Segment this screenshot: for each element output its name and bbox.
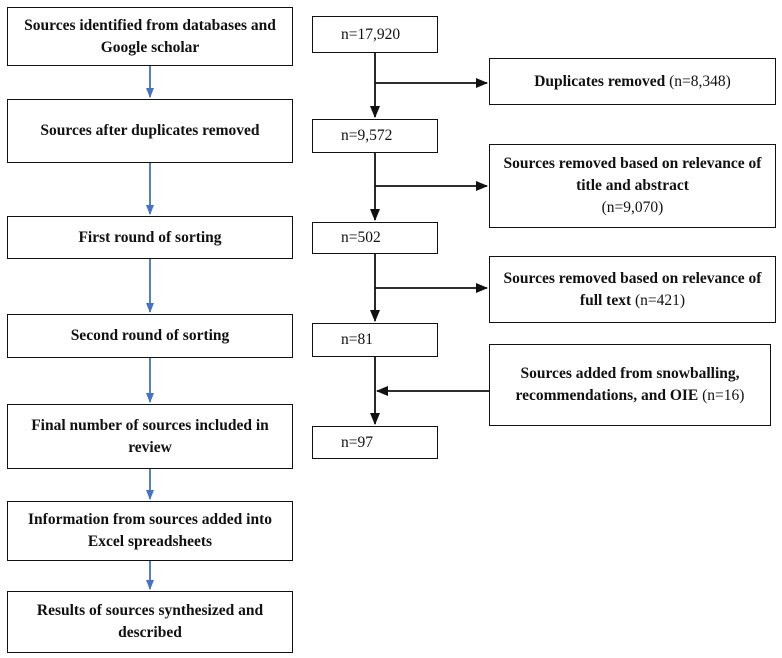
step-first-sorting: First round of sorting (7, 216, 293, 259)
sources-added-count: (n=16) (702, 387, 745, 404)
sources-added-label: Sources added from snowballing, recommen… (515, 365, 740, 404)
step-results-synthesized: Results of sources synthesized and descr… (7, 591, 293, 653)
step-sources-identified: Sources identified from databases and Go… (7, 7, 293, 66)
step-second-sorting: Second round of sorting (7, 314, 293, 358)
full-text-removed-label: Sources removed based on relevance of fu… (503, 269, 762, 309)
count-final: n=97 (312, 426, 438, 459)
count-first-sorting: n=502 (312, 222, 438, 254)
step-excel-spreadsheets: Information from sources added into Exce… (7, 501, 293, 561)
step-final-number: Final number of sources included in revi… (7, 404, 293, 469)
duplicates-removed-label: Duplicates removed (534, 72, 666, 90)
title-abstract-removed-count: (n=9,070) (601, 199, 664, 216)
count-after-duplicates: n=9,572 (312, 119, 438, 153)
sources-added-box: Sources added from snowballing, recommen… (489, 344, 771, 426)
full-text-removed-box: Sources removed based on relevance of fu… (489, 256, 776, 323)
title-abstract-removed-box: Sources removed based on relevance of ti… (489, 144, 776, 228)
duplicates-removed-box: Duplicates removed (n=8,348) (489, 58, 776, 105)
title-abstract-removed-label: Sources removed based on relevance of ti… (503, 155, 762, 194)
full-text-removed-count: (n=421) (635, 291, 686, 309)
count-second-sorting: n=81 (312, 323, 438, 357)
duplicates-removed-count: (n=8,348) (669, 72, 731, 90)
step-after-duplicates: Sources after duplicates removed (7, 99, 293, 163)
count-identified: n=17,920 (312, 16, 438, 53)
